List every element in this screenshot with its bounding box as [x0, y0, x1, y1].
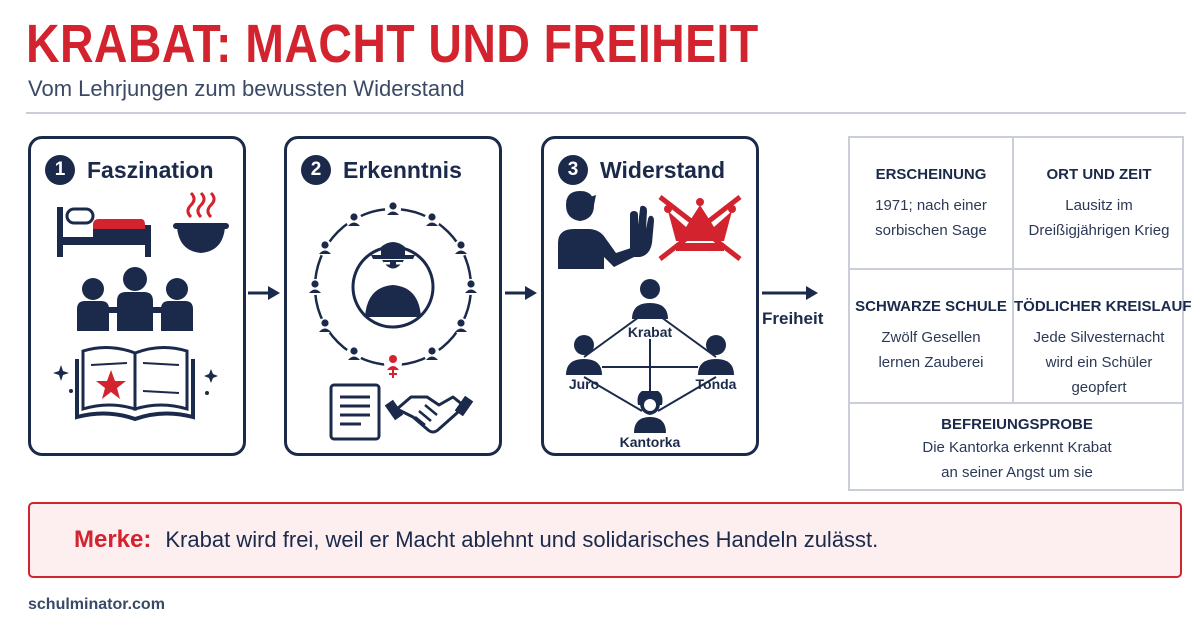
- fact-heading: SCHWARZE SCHULE: [855, 298, 1007, 315]
- facts-grid: ERSCHEINUNG 1971; nach einer sorbischen …: [848, 136, 1192, 491]
- fact-line: Jede Silvesternacht: [1033, 329, 1165, 346]
- stage-faszination: 1 Faszination: [28, 136, 246, 456]
- page-subtitle: Vom Lehrjungen zum bewussten Widerstand: [28, 76, 465, 101]
- fact-heading: TÖDLICHER KREISLAUF: [1014, 298, 1192, 315]
- fact-line: 1971; nach einer: [875, 197, 987, 214]
- network-icon: [566, 279, 734, 433]
- fact-ort-zeit: ORT UND ZEIT Lausitz im Dreißigjährigen …: [1014, 166, 1184, 243]
- handshake-icon: [384, 395, 474, 434]
- sacrificed-person-icon: [384, 354, 402, 378]
- fact-line: sorbischen Sage: [875, 222, 987, 239]
- arrow-right-icon: [762, 286, 818, 300]
- network-node-juro: Juro: [569, 376, 599, 392]
- fact-erscheinung: ERSCHEINUNG 1971; nach einer sorbischen …: [850, 166, 1012, 243]
- fact-line: Zwölf Gesellen: [881, 329, 981, 346]
- fact-line: geopfert: [1071, 379, 1127, 396]
- grid-divider: [850, 268, 1182, 270]
- fact-schwarze-schule: SCHWARZE SCHULE Zwölf Gesellen lernen Za…: [850, 298, 1012, 375]
- stage-2-illustration: [307, 201, 479, 441]
- stage-3-illustration: Krabat Juro Tonda Kantorka: [558, 191, 742, 450]
- fact-heading: ERSCHEINUNG: [875, 166, 987, 183]
- fact-line: an seiner Angst um sie: [941, 464, 1093, 481]
- crossed-crown-icon: [658, 195, 742, 261]
- stage-1-number: 1: [45, 155, 75, 185]
- stage-erkenntnis: 2 Erkenntnis: [284, 136, 502, 456]
- fact-toedlicher-kreislauf: TÖDLICHER KREISLAUF Jede Silvesternacht …: [1014, 298, 1192, 400]
- fact-line: Dreißigjährigen Krieg: [1028, 222, 1170, 239]
- network-node-tonda: Tonda: [696, 376, 737, 392]
- document-icon: [329, 383, 381, 441]
- network-node-krabat: Krabat: [628, 324, 673, 340]
- result-label: Freiheit: [762, 309, 824, 328]
- circle-of-people-icon: [307, 201, 479, 378]
- stage-3-number: 3: [558, 155, 588, 185]
- page-title: KRABAT: MACHT UND FREIHEIT: [26, 14, 759, 74]
- soup-bowl-icon: [173, 191, 229, 253]
- fact-heading: ORT UND ZEIT: [1046, 166, 1152, 183]
- fact-line: Lausitz im: [1065, 197, 1133, 214]
- fact-line: Die Kantorka erkennt Krabat: [922, 439, 1112, 456]
- fact-line: lernen Zauberei: [878, 354, 984, 371]
- network-node-kantorka: Kantorka: [620, 434, 681, 450]
- stage-1-header: 1 Faszination: [45, 153, 214, 187]
- open-book-star-icon: [53, 346, 218, 422]
- grid-divider: [1012, 138, 1014, 404]
- merke-text: Krabat wird frei, weil er Macht ablehnt …: [165, 527, 879, 552]
- stage-1-illustration: [53, 191, 229, 422]
- stage-widerstand: Krabat Juro Tonda Kantorka 3 Widerstand: [541, 136, 759, 456]
- bed-icon: [57, 207, 151, 257]
- stage-2-number: 2: [301, 155, 331, 185]
- stage-3-header: 3 Widerstand: [558, 153, 725, 187]
- merke-box: Merke: Krabat wird frei, weil er Macht a…: [28, 502, 1182, 578]
- stage-2-title: Erkenntnis: [343, 156, 462, 183]
- refusing-person-icon: [558, 191, 654, 269]
- group-people-icon: [77, 267, 193, 331]
- stage-3-title: Widerstand: [600, 156, 726, 183]
- fact-heading: BEFREIUNGSPROBE: [941, 416, 1093, 433]
- fact-line: wird ein Schüler: [1045, 354, 1153, 371]
- arrow-right-icon: [248, 286, 280, 300]
- grid-divider: [850, 402, 1182, 404]
- master-figure-icon: [351, 242, 435, 329]
- stage-2-header: 2 Erkenntnis: [301, 153, 462, 187]
- arrow-right-icon: [505, 286, 537, 300]
- fact-befreiungsprobe: BEFREIUNGSPROBE Die Kantorka erkennt Kra…: [850, 416, 1184, 485]
- footer-source: schulminator.com: [28, 596, 165, 613]
- header-divider: [26, 112, 1186, 114]
- merke-label: Merke:: [74, 526, 152, 553]
- stage-1-title: Faszination: [87, 156, 214, 183]
